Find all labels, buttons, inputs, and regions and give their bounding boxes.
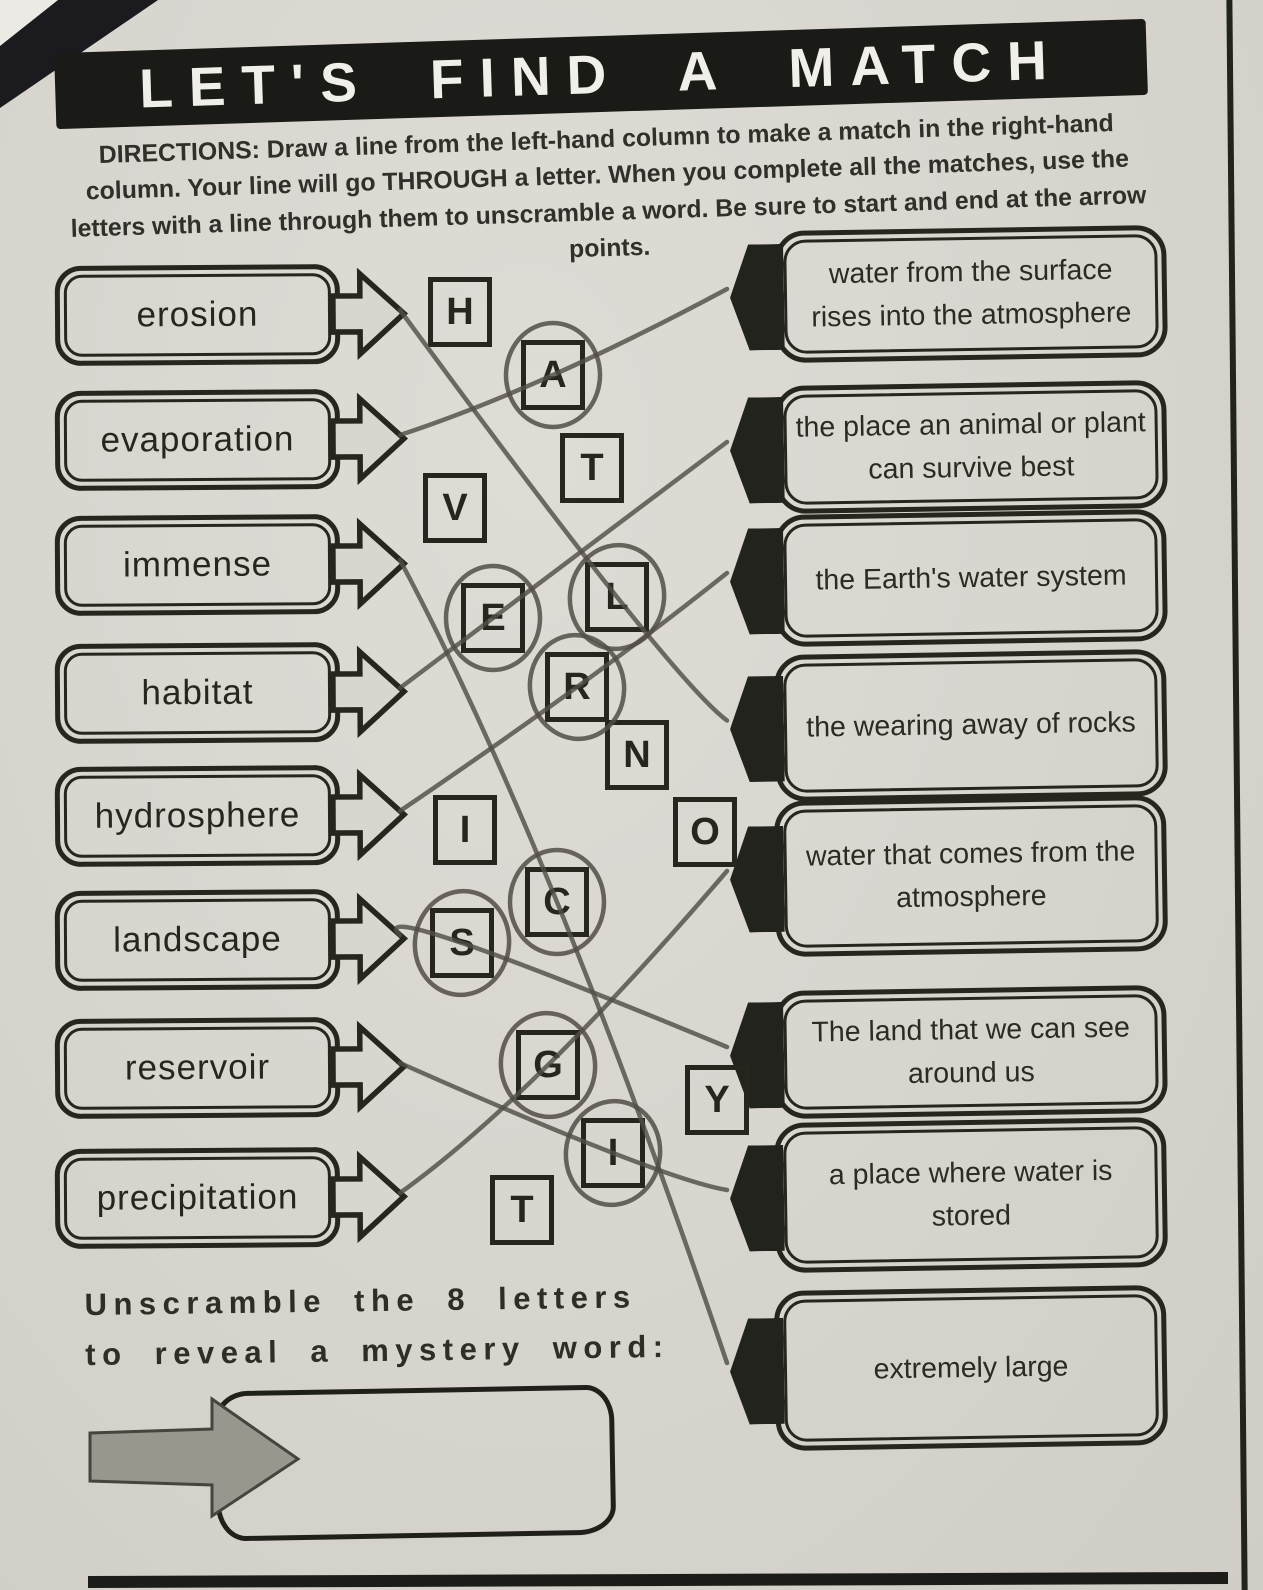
letter-tile-i-14: I — [581, 1118, 645, 1188]
letter-tile-i-8: I — [433, 795, 497, 865]
letter-tile-s-11: S — [430, 908, 494, 978]
left-arrow-solid-icon — [729, 675, 785, 782]
unscramble-instruction: Unscramble the 8 letters to reveal a mys… — [84, 1279, 670, 1387]
left-arrow-solid-icon — [729, 528, 785, 635]
letter-tile-l-5: L — [585, 562, 649, 632]
left-arrow-solid-icon — [729, 1145, 785, 1252]
letter-tile-a-1: A — [521, 340, 585, 410]
right-arrow-outline-icon — [330, 892, 409, 986]
letter-tile-c-10: C — [525, 867, 589, 937]
right-item-label: water from the surface rises into the at… — [811, 254, 1132, 334]
right-item-the-land-that-we-can-see: The land that we can see around us — [774, 984, 1168, 1120]
left-item-evaporation: evaporation — [54, 389, 409, 491]
left-item-label: evaporation — [100, 419, 295, 460]
left-arrow-solid-icon — [729, 826, 785, 933]
letter-tile-n-7: N — [605, 720, 669, 790]
left-item-immense: immense — [54, 514, 409, 616]
right-arrow-outline-icon — [330, 1150, 409, 1244]
right-item-water-from-the-surface: water from the surface rises into the at… — [774, 224, 1169, 364]
right-item-label: the Earth's water system — [815, 559, 1127, 597]
right-item-water-that-comes-from-the: water that comes from the atmosphere — [774, 794, 1169, 958]
left-item-label: landscape — [113, 919, 282, 960]
unscramble-line-1: Unscramble the 8 letters — [84, 1279, 637, 1323]
left-item-label: erosion — [136, 294, 259, 335]
right-arrow-outline-icon — [330, 267, 409, 361]
letter-tile-e-4: E — [461, 583, 525, 653]
right-item-the-earth-s-water-system: the Earth's water system — [774, 508, 1169, 648]
letter-tile-t-2: T — [560, 433, 624, 503]
left-item-label: hydrosphere — [94, 795, 301, 836]
left-item-hydrosphere: hydrosphere — [54, 765, 409, 867]
left-item-label: reservoir — [124, 1047, 271, 1088]
left-item-erosion: erosion — [54, 264, 409, 366]
left-item-precipitation: precipitation — [54, 1147, 409, 1249]
right-arrow-outline-icon — [330, 517, 409, 611]
right-item-label: water that comes from the atmosphere — [805, 835, 1136, 915]
mystery-word-answer-box — [213, 1384, 617, 1542]
left-item-label: precipitation — [96, 1177, 299, 1218]
right-item-extremely-large: extremely large — [774, 1284, 1169, 1452]
right-item-label: the place an animal or plant can survive… — [795, 406, 1146, 486]
right-item-label: extremely large — [873, 1350, 1069, 1386]
letter-tile-g-12: G — [516, 1030, 580, 1100]
letter-tile-v-3: V — [423, 473, 487, 543]
left-item-label: habitat — [141, 672, 254, 713]
right-item-the-wearing-away-of-rocks: the wearing away of rocks — [774, 648, 1169, 803]
right-arrow-outline-icon — [330, 645, 409, 739]
right-item-label: The land that we can see around us — [811, 1011, 1131, 1090]
right-arrow-outline-icon — [330, 1020, 409, 1114]
right-item-label: the wearing away of rocks — [806, 706, 1136, 744]
left-arrow-solid-icon — [729, 1318, 785, 1425]
left-arrow-solid-icon — [729, 397, 785, 504]
letter-tile-o-9: O — [673, 797, 737, 867]
page-border-bottom — [87, 1572, 1229, 1588]
left-item-label: immense — [122, 544, 273, 585]
right-item-a-place-where-water-is: a place where water is stored — [774, 1116, 1169, 1274]
left-item-landscape: landscape — [54, 889, 409, 991]
unscramble-line-2: to reveal a mystery word: — [85, 1328, 670, 1373]
right-item-the-place-an-animal-or-plant: the place an animal or plant can survive… — [774, 379, 1168, 515]
left-item-reservoir: reservoir — [54, 1017, 409, 1119]
left-item-habitat: habitat — [54, 642, 409, 744]
right-item-label: a place where water is stored — [828, 1155, 1113, 1233]
letter-tile-y-13: Y — [685, 1065, 749, 1135]
page-title: LET'S FIND A MATCH — [138, 28, 1064, 120]
letter-tile-t-15: T — [490, 1175, 554, 1245]
page-border-right — [1226, 0, 1248, 1590]
right-arrow-outline-icon — [330, 392, 409, 486]
right-arrow-outline-icon — [330, 768, 409, 862]
letter-tile-r-6: R — [545, 652, 609, 722]
letter-tile-h-0: H — [428, 277, 492, 347]
